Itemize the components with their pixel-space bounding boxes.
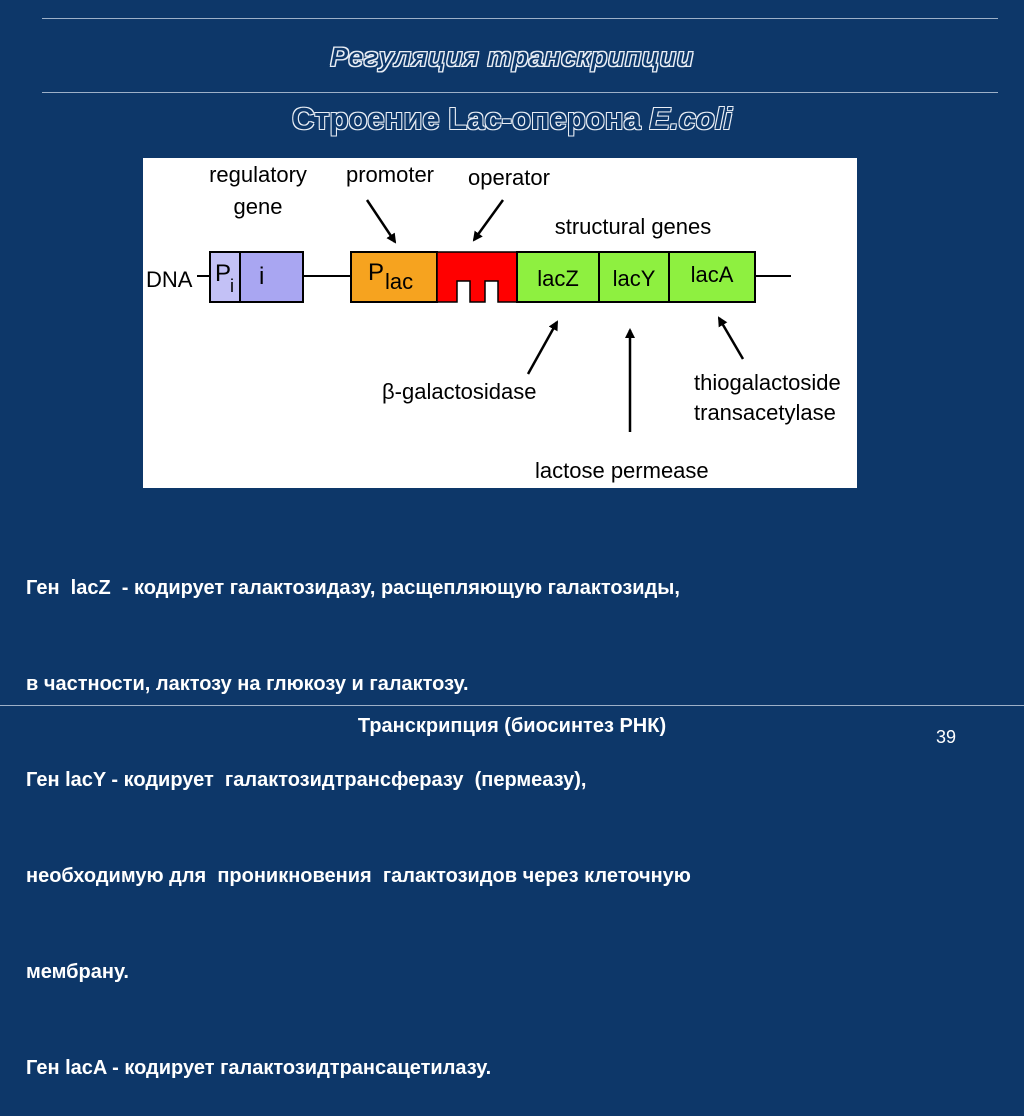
label-transacetylase: transacetylase [694, 400, 836, 425]
footer-rule [0, 705, 1024, 706]
label-lactose-permease: lactose permease [535, 458, 709, 483]
title-rule [42, 92, 998, 93]
arrow-promoter [365, 199, 397, 244]
description-line: Ген lacA - кодирует галактозидтрансацети… [26, 1057, 492, 1079]
label-structural-genes: structural genes [555, 214, 712, 239]
label-promoter: promoter [346, 162, 434, 187]
label-beta-galactosidase: β-galactosidase [382, 379, 537, 404]
label-thiogalactoside: thiogalactoside [694, 370, 841, 395]
subtitle-main: Строение Lac-оперона [291, 101, 650, 136]
segment-plac [350, 251, 438, 303]
lac-operon-svg: regulatory gene promoter operator struct… [146, 162, 841, 483]
segment-plac-sub: lac [385, 269, 413, 294]
label-dna: DNA [146, 267, 193, 292]
description-line: Ген lacY - кодирует галактозидтрансфераз… [26, 769, 587, 791]
description-line: Ген lacZ - кодирует галактозидазу, расще… [26, 577, 680, 599]
segment-pi-label: P [215, 260, 231, 287]
arrow-beta-galactosidase [526, 320, 559, 375]
description-text: Ген lacZ - кодирует галактозидазу, расще… [26, 508, 1011, 1116]
segment-pi [209, 251, 241, 303]
label-regulatory: regulatory [209, 162, 307, 187]
arrow-transacetylase [717, 316, 745, 360]
description-line: мембрану. [26, 961, 129, 983]
footer-title: Транскрипция (биосинтез РНК) [357, 715, 667, 737]
lac-operon-diagram: regulatory gene promoter operator struct… [143, 158, 857, 488]
segment-laca [668, 251, 756, 303]
segment-i-label: i [259, 263, 264, 290]
segment-operator [436, 251, 518, 303]
segment-lacz [516, 251, 600, 303]
segment-pi-sub: i [230, 276, 234, 296]
segment-laca-label: lacA [691, 262, 734, 287]
description-line: необходимую для проникновения галактозид… [26, 865, 691, 887]
segment-lacz-label: lacZ [537, 266, 579, 291]
arrow-operator [472, 199, 505, 242]
segment-lacy [598, 251, 670, 303]
slide-title: Регуляция транскрипции [330, 42, 694, 73]
label-operator: operator [468, 165, 550, 190]
segment-i [239, 251, 304, 303]
page-number: 39 [936, 727, 957, 747]
label-regulatory-gene: gene [234, 194, 283, 219]
top-rule [42, 18, 998, 19]
segment-lacy-label: lacY [613, 266, 656, 291]
description-line: в частности, лактозу на глюкозу и галакт… [26, 673, 469, 695]
slide-subtitle: Строение Lac-оперона E.coli [0, 101, 1024, 137]
segment-plac-label: P [368, 259, 384, 286]
subtitle-organism: E.coli [649, 101, 733, 136]
